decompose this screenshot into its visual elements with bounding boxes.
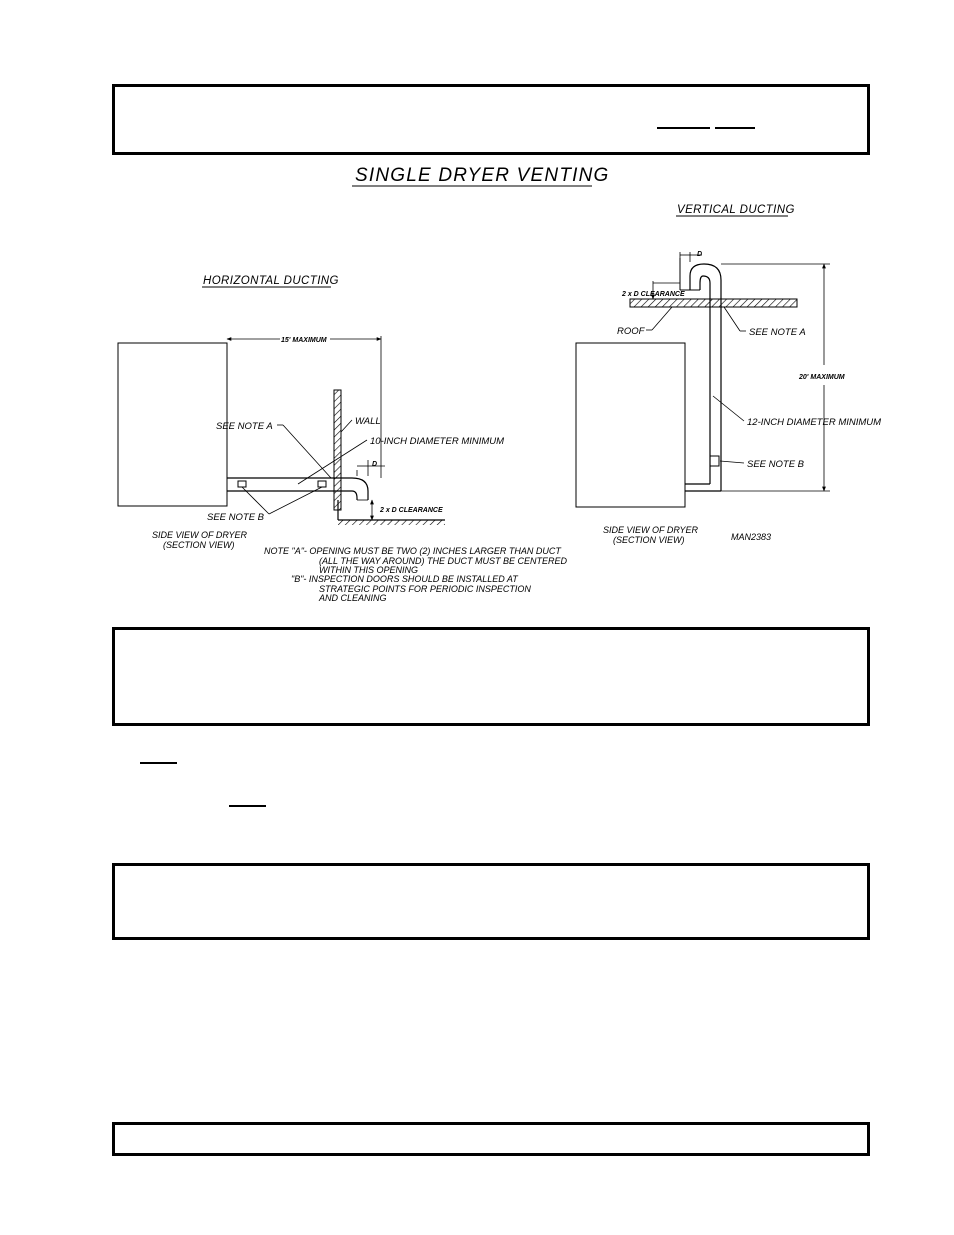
horizontal-heading: HORIZONTAL DUCTING <box>203 275 339 287</box>
note-a-line1: NOTE "A"- OPENING MUST BE TWO (2) INCHES… <box>264 546 562 556</box>
inspection-door-2 <box>317 480 327 488</box>
diagram-title: SINGLE DRYER VENTING <box>355 165 610 186</box>
vertical-clearance: 2 x D CLEARANCE <box>621 291 685 298</box>
header-box <box>112 84 870 155</box>
note-b-line3: AND CLEANING <box>318 593 387 603</box>
wall <box>333 389 342 511</box>
horizontal-diameter-label: 10-INCH DIAMETER MINIMUM <box>370 436 504 447</box>
header-underline-1 <box>657 127 710 129</box>
inspection-door-1 <box>237 480 247 488</box>
warning-box-2 <box>112 863 870 940</box>
horizontal-max-length: 15' MAXIMUM <box>281 337 327 344</box>
vertical-d-label: D <box>697 251 702 258</box>
horizontal-caption-2: (SECTION VIEW) <box>163 540 235 550</box>
footer-box <box>112 1122 870 1156</box>
note-b-line1: "B"- INSPECTION DOORS SHOULD BE INSTALLE… <box>291 574 519 584</box>
vertical-max-length: 20' MAXIMUM <box>798 374 845 381</box>
header-underline-2 <box>715 127 755 129</box>
warning-box-1 <box>112 627 870 726</box>
vertical-diameter-label: 12-INCH DIAMETER MINIMUM <box>747 417 881 428</box>
vertical-dryer <box>575 342 686 508</box>
note-a-line2: (ALL THE WAY AROUND) THE DUCT MUST BE CE… <box>319 556 568 566</box>
text-underline-1 <box>140 762 177 764</box>
vertical-see-note-b: SEE NOTE B <box>747 459 805 470</box>
roof <box>629 298 798 308</box>
horizontal-d-label: D <box>372 461 377 468</box>
vertical-inspection-door <box>709 455 720 467</box>
vertical-see-note-a: SEE NOTE A <box>749 327 806 338</box>
vertical-caption-1: SIDE VIEW OF DRYER <box>603 525 699 535</box>
text-underline-2 <box>229 805 266 807</box>
roof-label: ROOF <box>617 326 646 337</box>
horizontal-dryer <box>117 342 228 507</box>
vertical-heading: VERTICAL DUCTING <box>677 204 795 216</box>
horizontal-see-note-b: SEE NOTE B <box>207 512 265 523</box>
horizontal-clearance: 2 x D CLEARANCE <box>379 507 443 514</box>
vertical-caption-2: (SECTION VIEW) <box>613 535 685 545</box>
wall-label: WALL <box>355 416 381 427</box>
horizontal-see-note-a: SEE NOTE A <box>216 421 273 432</box>
drawing-id: MAN2383 <box>731 532 771 542</box>
note-a-line3: WITHIN THIS OPENING <box>319 565 418 575</box>
note-b-line2: STRATEGIC POINTS FOR PERIODIC INSPECTION <box>319 584 531 594</box>
horizontal-caption-1: SIDE VIEW OF DRYER <box>152 530 248 540</box>
